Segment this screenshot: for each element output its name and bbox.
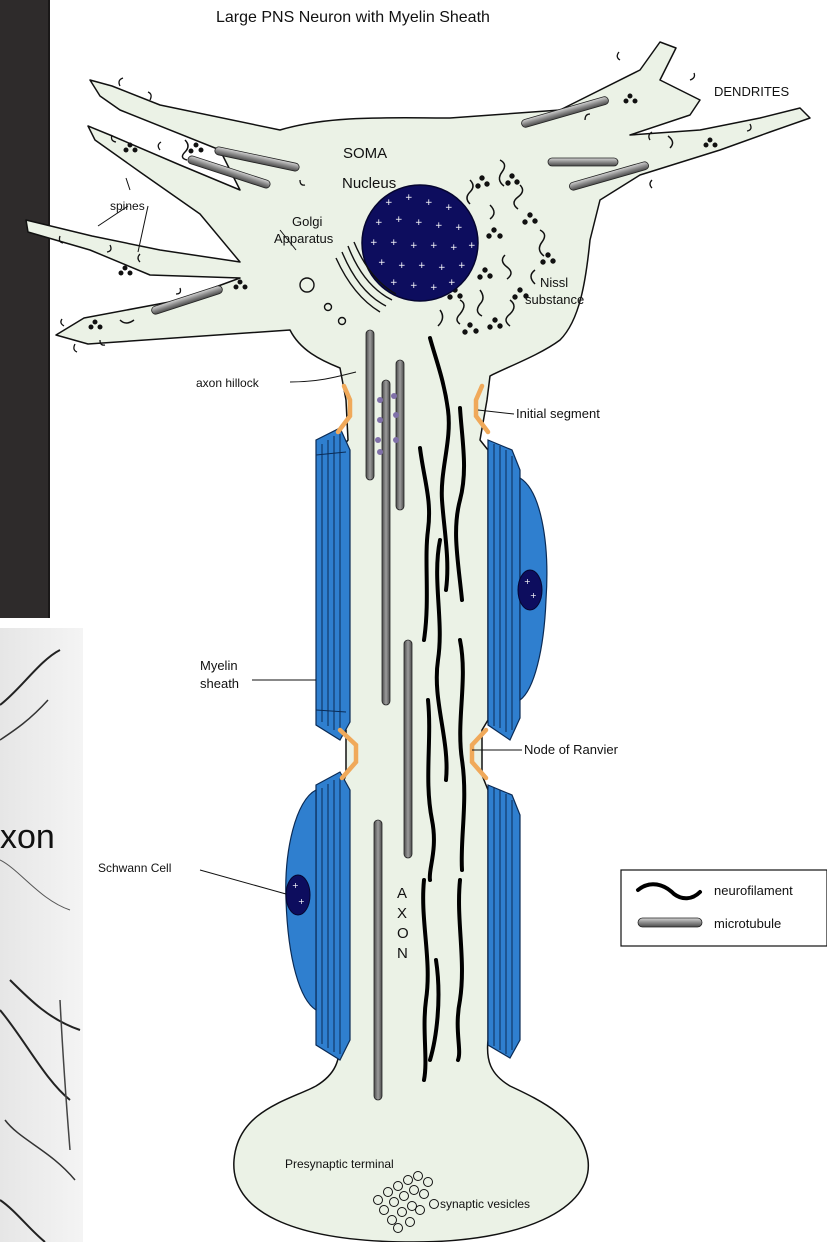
svg-text:+: + — [425, 198, 433, 208]
svg-text:+: + — [524, 577, 531, 586]
svg-text:+: + — [415, 218, 423, 228]
label-node-of-ranvier: Node of Ranvier — [524, 742, 619, 757]
svg-text:+: + — [378, 258, 386, 268]
label-axon-letter-a: A — [397, 885, 407, 902]
label-soma: SOMA — [343, 145, 387, 162]
svg-text:+: + — [430, 241, 438, 251]
label-myelin-line2: sheath — [200, 676, 239, 691]
dark-slide-edge — [48, 0, 50, 618]
svg-text:+: + — [468, 241, 476, 251]
svg-text:+: + — [390, 238, 398, 248]
label-nucleus: Nucleus — [342, 175, 396, 192]
svg-text:+: + — [450, 243, 458, 253]
background-photo-word: xon — [0, 818, 55, 856]
legend: neurofilament microtubule — [621, 870, 827, 946]
schwann-cell-right: + + — [518, 478, 547, 700]
label-presynaptic-terminal: Presynaptic terminal — [285, 1157, 394, 1171]
schwann-cell-left: + + — [286, 790, 316, 1010]
legend-microtubule-label: microtubule — [714, 916, 781, 931]
svg-text:+: + — [292, 881, 299, 890]
label-axon-hillock: axon hillock — [196, 376, 260, 390]
background-photo: xon — [0, 628, 83, 1242]
svg-text:+: + — [410, 241, 418, 251]
svg-text:+: + — [410, 281, 418, 291]
label-spines: spines — [110, 199, 145, 213]
svg-text:+: + — [418, 261, 426, 271]
svg-text:+: + — [405, 193, 413, 203]
label-golgi-line2: Apparatus — [274, 231, 334, 246]
diagram-title: Large PNS Neuron with Myelin Sheath — [216, 9, 490, 26]
svg-text:+: + — [375, 218, 383, 228]
myelin-sheath-right-lower — [488, 785, 520, 1058]
svg-text:+: + — [445, 203, 453, 213]
svg-text:+: + — [455, 223, 463, 233]
myelin-sheath-left-lower — [316, 772, 350, 1060]
label-initial-segment: Initial segment — [516, 406, 600, 421]
label-golgi-line1: Golgi — [292, 214, 322, 229]
label-nissl-line2: substance — [525, 292, 584, 307]
svg-text:+: + — [398, 261, 406, 271]
microtubule-legend-icon — [638, 918, 702, 927]
myelin-sheath-left-upper — [316, 428, 350, 740]
svg-text:+: + — [370, 238, 378, 248]
legend-box — [621, 870, 827, 946]
label-schwann-cell: Schwann Cell — [98, 861, 171, 875]
label-axon-letter-o: O — [397, 925, 409, 942]
svg-text:+: + — [448, 278, 456, 288]
svg-text:+: + — [438, 263, 446, 273]
label-synaptic-vesicles: synaptic vesicles — [440, 1197, 530, 1211]
myelin-sheath-right-upper — [488, 440, 520, 740]
legend-neurofilament-label: neurofilament — [714, 883, 793, 898]
label-nissl-line1: Nissl — [540, 275, 568, 290]
label-axon-letter-n: N — [397, 945, 408, 962]
label-axon-letter-x: X — [397, 905, 407, 922]
dark-slide-panel — [0, 0, 48, 618]
svg-text:+: + — [435, 221, 443, 231]
nucleus: ++++ +++++ ++++++ +++++ ++++ — [362, 185, 478, 301]
svg-text:+: + — [430, 283, 438, 293]
svg-text:+: + — [390, 278, 398, 288]
svg-text:+: + — [298, 897, 305, 906]
svg-text:+: + — [458, 261, 466, 271]
label-dendrites: DENDRITES — [714, 84, 789, 99]
svg-text:+: + — [385, 198, 393, 208]
label-myelin-line1: Myelin — [200, 658, 238, 673]
svg-text:+: + — [530, 591, 537, 600]
svg-text:+: + — [395, 215, 403, 225]
